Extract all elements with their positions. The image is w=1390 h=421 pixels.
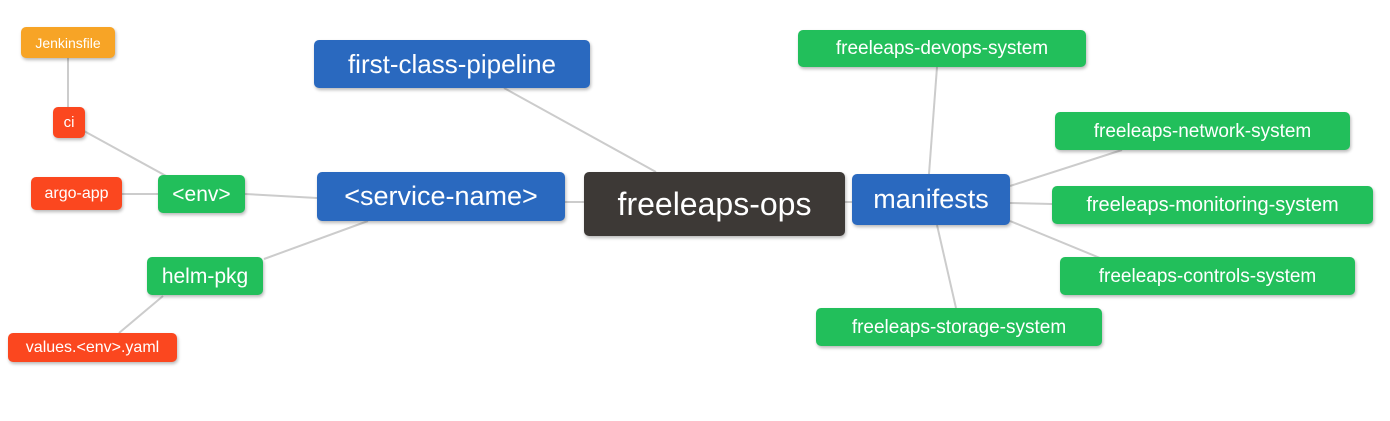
node-network-system[interactable]: freeleaps-network-system [1055, 112, 1350, 150]
edge-manifests-to-network-system [1009, 149, 1123, 187]
edge-first-class-pipeline-to-freeleaps-ops [503, 87, 657, 173]
node-label: freeleaps-network-system [1093, 120, 1312, 142]
node-env[interactable]: <env> [158, 175, 245, 213]
node-label: argo-app [44, 184, 109, 202]
edge-manifests-to-monitoring-system [1009, 202, 1053, 205]
edge-manifests-to-devops-system [928, 66, 938, 175]
node-manifests[interactable]: manifests [852, 174, 1010, 225]
node-label: freeleaps-storage-system [851, 316, 1067, 338]
node-label: first-class-pipeline [347, 49, 557, 79]
node-values-env-yaml[interactable]: values.<env>.yaml [8, 333, 177, 362]
node-label: ci [63, 114, 75, 131]
node-helm-pkg[interactable]: helm-pkg [147, 257, 263, 295]
node-label: freeleaps-controls-system [1098, 265, 1317, 287]
node-label: <service-name> [344, 181, 538, 211]
edge-env-to-service-name [244, 193, 318, 199]
node-label: helm-pkg [161, 264, 249, 288]
node-service-name[interactable]: <service-name> [317, 172, 565, 221]
node-jenkinsfile[interactable]: Jenkinsfile [21, 27, 115, 58]
edge-manifests-to-controls-system [1009, 220, 1101, 259]
node-first-class-pipeline[interactable]: first-class-pipeline [314, 40, 590, 88]
node-label: values.<env>.yaml [25, 338, 160, 356]
node-label: freeleaps-monitoring-system [1086, 194, 1339, 216]
edge-ci-to-env [83, 130, 169, 178]
node-devops-system[interactable]: freeleaps-devops-system [798, 30, 1086, 67]
node-label: Jenkinsfile [35, 34, 101, 51]
edge-values-env-yaml-to-helm-pkg [118, 295, 164, 334]
node-label: freeleaps-ops [617, 186, 812, 222]
node-ci[interactable]: ci [53, 107, 85, 138]
node-label: manifests [873, 184, 989, 214]
edge-manifests-to-storage-system [936, 224, 957, 309]
node-freeleaps-ops[interactable]: freeleaps-ops [584, 172, 845, 236]
node-label: freeleaps-devops-system [835, 38, 1049, 59]
edge-helm-pkg-to-service-name [263, 220, 369, 260]
node-label: <env> [172, 182, 231, 206]
node-argo-app[interactable]: argo-app [31, 177, 122, 210]
node-storage-system[interactable]: freeleaps-storage-system [816, 308, 1102, 346]
node-monitoring-system[interactable]: freeleaps-monitoring-system [1052, 186, 1373, 224]
node-controls-system[interactable]: freeleaps-controls-system [1060, 257, 1355, 295]
